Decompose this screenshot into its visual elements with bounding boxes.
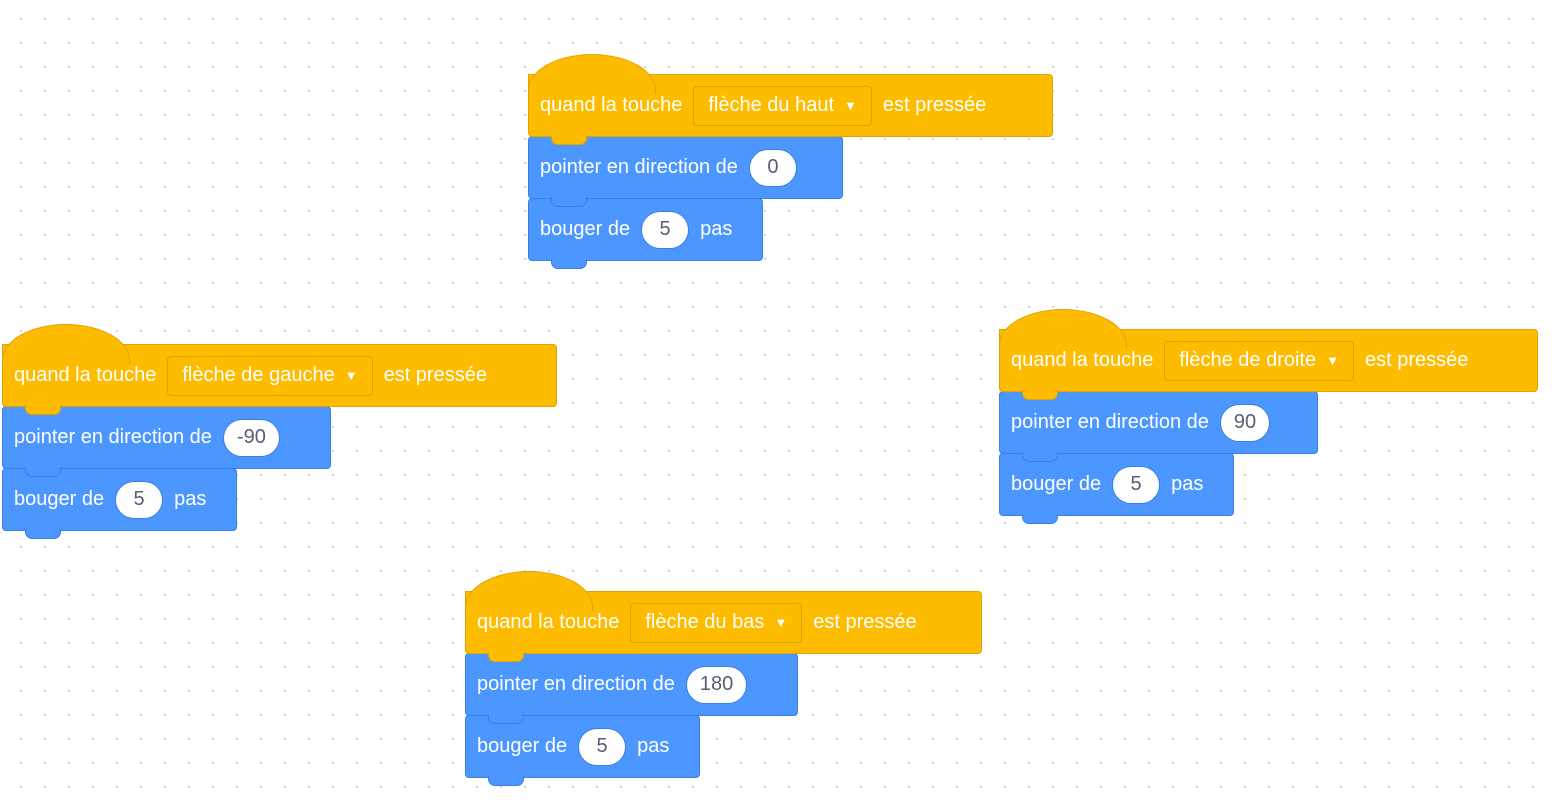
block-text: quand la touche: [14, 364, 157, 386]
move-steps-block[interactable]: bouger de 5 pas: [999, 453, 1234, 524]
key-dropdown-value: flèche du bas: [645, 611, 765, 633]
block-text: est pressée: [383, 364, 487, 386]
steps-input[interactable]: 5: [641, 210, 690, 249]
block-text: quand la touche: [540, 94, 683, 116]
steps-input[interactable]: 5: [1112, 465, 1161, 504]
hat-block-cap: [2, 324, 130, 364]
block-text: pointer en direction de: [540, 156, 738, 178]
block-text: quand la touche: [1011, 349, 1154, 371]
block-text: pas: [174, 488, 207, 510]
script-right-arrow[interactable]: quand la touche flèche de droite ▼ est p…: [999, 309, 1538, 524]
key-dropdown[interactable]: flèche de gauche ▼: [167, 355, 373, 396]
block-text: pas: [700, 218, 733, 240]
move-steps-block[interactable]: bouger de 5 pas: [465, 715, 700, 786]
block-text: pointer en direction de: [1011, 411, 1209, 433]
block-text: est pressée: [1364, 349, 1469, 371]
block-text: pointer en direction de: [477, 673, 675, 695]
block-text: est pressée: [813, 611, 917, 633]
point-in-direction-block[interactable]: pointer en direction de 90: [999, 391, 1318, 462]
key-dropdown-value: flèche de gauche: [182, 364, 335, 386]
hat-block-cap: [999, 309, 1127, 349]
block-text: quand la touche: [477, 611, 620, 633]
when-key-pressed-block[interactable]: quand la touche flèche du haut ▼ est pre…: [528, 74, 1053, 145]
block-text: bouger de: [540, 218, 631, 240]
script-down-arrow[interactable]: quand la touche flèche du bas ▼ est pres…: [465, 571, 982, 786]
block-text: pas: [637, 735, 670, 757]
script-left-arrow[interactable]: quand la touche flèche de gauche ▼ est p…: [2, 324, 557, 539]
point-in-direction-block[interactable]: pointer en direction de 180: [465, 653, 798, 724]
block-text: bouger de: [1011, 473, 1102, 495]
caret-down-icon: ▼: [774, 615, 788, 630]
hat-block-cap: [528, 54, 656, 94]
block-text: bouger de: [14, 488, 105, 510]
hat-block-cap: [465, 571, 593, 611]
direction-input[interactable]: 180: [685, 665, 748, 704]
block-text: pas: [1171, 473, 1204, 495]
key-dropdown-value: flèche de droite: [1179, 349, 1317, 371]
block-text: pointer en direction de: [14, 426, 212, 448]
caret-down-icon: ▼: [844, 98, 857, 113]
key-dropdown[interactable]: flèche du bas ▼: [630, 602, 803, 643]
move-steps-block[interactable]: bouger de 5 pas: [2, 468, 237, 539]
key-dropdown[interactable]: flèche de droite ▼: [1164, 340, 1354, 381]
direction-input[interactable]: -90: [222, 418, 280, 457]
direction-input[interactable]: 90: [1219, 403, 1271, 442]
steps-input[interactable]: 5: [115, 480, 164, 519]
move-steps-block[interactable]: bouger de 5 pas: [528, 198, 763, 269]
block-text: est pressée: [882, 94, 987, 116]
block-text: bouger de: [477, 735, 568, 757]
point-in-direction-block[interactable]: pointer en direction de -90: [2, 406, 331, 477]
caret-down-icon: ▼: [344, 368, 358, 383]
when-key-pressed-block[interactable]: quand la touche flèche du bas ▼ est pres…: [465, 591, 982, 662]
key-dropdown[interactable]: flèche du haut ▼: [693, 85, 872, 126]
point-in-direction-block[interactable]: pointer en direction de 0: [528, 136, 843, 207]
caret-down-icon: ▼: [1326, 353, 1339, 368]
key-dropdown-value: flèche du haut: [708, 94, 834, 116]
script-up-arrow[interactable]: quand la touche flèche du haut ▼ est pre…: [528, 54, 1053, 269]
direction-input[interactable]: 0: [748, 148, 797, 187]
steps-input[interactable]: 5: [578, 727, 627, 766]
